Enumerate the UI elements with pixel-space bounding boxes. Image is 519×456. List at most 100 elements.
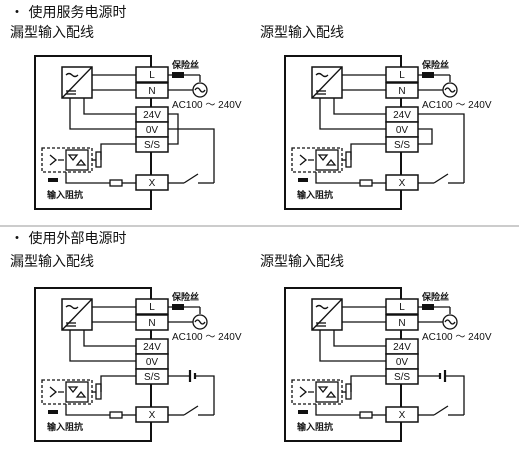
fuse-label: 保险丝: [171, 291, 199, 303]
terminal-24v-label: 24V: [143, 110, 161, 121]
terminal-0v-label: 0V: [396, 357, 409, 368]
terminal-x-label: X: [149, 178, 156, 189]
switch-contact-icon: [183, 405, 199, 416]
terminal-l-label: L: [399, 70, 405, 81]
impedance-marker: [298, 410, 308, 414]
wire: [333, 330, 386, 347]
diode-icon: [317, 386, 337, 398]
wire: [350, 143, 386, 160]
plc-body-outline: [34, 55, 152, 210]
fuse-icon: [172, 304, 184, 310]
wire: [319, 98, 386, 130]
section-heading: ・ 使用服务电源时: [10, 4, 126, 21]
diode-pair: [65, 149, 89, 171]
wire: [65, 404, 110, 416]
terminal-ss-label: S/S: [394, 140, 410, 151]
ac-voltage-label: AC100 ～ 240V: [172, 100, 242, 111]
switch-contact-icon: [433, 405, 449, 416]
wire: [195, 375, 215, 415]
input-impedance-label: 输入阻抗: [47, 421, 83, 433]
wire: [319, 330, 386, 362]
terminal-n-label: N: [398, 318, 405, 329]
diode-icon: [67, 154, 87, 166]
wire: [350, 375, 386, 392]
terminal-x-label: X: [149, 410, 156, 421]
wire: [445, 375, 465, 415]
fuse-label: 保险丝: [421, 59, 449, 71]
terminal-0v-label: 0V: [146, 357, 159, 368]
ac-symbol-icon: [65, 72, 79, 78]
ac-symbol-icon: [65, 304, 79, 310]
ac-wave-icon: [194, 319, 206, 325]
input-impedance-label: 输入阻抗: [297, 189, 333, 201]
terminal-n-label: N: [148, 86, 155, 97]
wire: [418, 113, 465, 183]
impedance-marker: [298, 178, 308, 182]
fuse-label: 保险丝: [421, 291, 449, 303]
fuse-icon: [422, 72, 434, 78]
terminal-l-label: L: [399, 302, 405, 313]
section-heading: ・ 使用外部电源时: [10, 230, 126, 247]
wire: [100, 375, 136, 392]
terminal-l-label: L: [149, 70, 155, 81]
diode-pair: [315, 381, 339, 403]
diode-icon: [317, 154, 337, 166]
diagram-title: 源型输入配线: [260, 254, 344, 270]
wire: [315, 172, 360, 184]
phototransistor-icon: [299, 154, 314, 166]
terminal-n-label: N: [148, 318, 155, 329]
terminal-24v-label: 24V: [393, 342, 411, 353]
terminal-0v-label: 0V: [396, 125, 409, 136]
power-supply-diagonal: [311, 66, 343, 99]
terminal-l-label: L: [149, 302, 155, 313]
phototransistor-icon: [49, 154, 64, 166]
wire: [418, 128, 433, 145]
power-supply-diagonal: [311, 298, 343, 331]
terminal-ss-label: S/S: [394, 372, 410, 383]
terminal-0v-label: 0V: [146, 125, 159, 136]
fuse-icon: [172, 72, 184, 78]
impedance-marker: [48, 410, 58, 414]
wire: [69, 330, 136, 362]
fuse-label: 保险丝: [171, 59, 199, 71]
terminal-ss-label: S/S: [144, 140, 160, 151]
ac-wave-icon: [194, 87, 206, 93]
wire: [65, 172, 110, 184]
wire: [69, 98, 136, 130]
plc-body-outline: [34, 287, 152, 442]
ac-symbol-icon: [315, 72, 329, 78]
ac-voltage-label: AC100 ～ 240V: [422, 100, 492, 111]
wire: [100, 143, 136, 160]
diagram-title: 漏型输入配线: [10, 254, 94, 270]
power-supply-diagonal: [61, 298, 93, 331]
wire: [168, 128, 215, 183]
phototransistor-icon: [49, 386, 64, 398]
terminal-n-label: N: [398, 86, 405, 97]
ac-symbol-icon: [315, 304, 329, 310]
ac-voltage-label: AC100 ～ 240V: [422, 332, 492, 343]
wire: [83, 98, 136, 115]
wire: [315, 404, 360, 416]
terminal-24v-label: 24V: [393, 110, 411, 121]
input-impedance-label: 输入阻抗: [297, 421, 333, 433]
ac-wave-icon: [444, 319, 456, 325]
terminal-ss-label: S/S: [144, 372, 160, 383]
impedance-marker: [48, 178, 58, 182]
diode-icon: [67, 386, 87, 398]
terminal-24v-label: 24V: [143, 342, 161, 353]
input-impedance-label: 输入阻抗: [47, 189, 83, 201]
plc-body-outline: [284, 55, 402, 210]
power-supply-diagonal: [61, 66, 93, 99]
wire: [333, 98, 386, 115]
diode-pair: [315, 149, 339, 171]
switch-contact-icon: [433, 173, 449, 184]
plc-body-outline: [284, 287, 402, 442]
fuse-icon: [422, 304, 434, 310]
phototransistor-icon: [299, 386, 314, 398]
diode-pair: [65, 381, 89, 403]
